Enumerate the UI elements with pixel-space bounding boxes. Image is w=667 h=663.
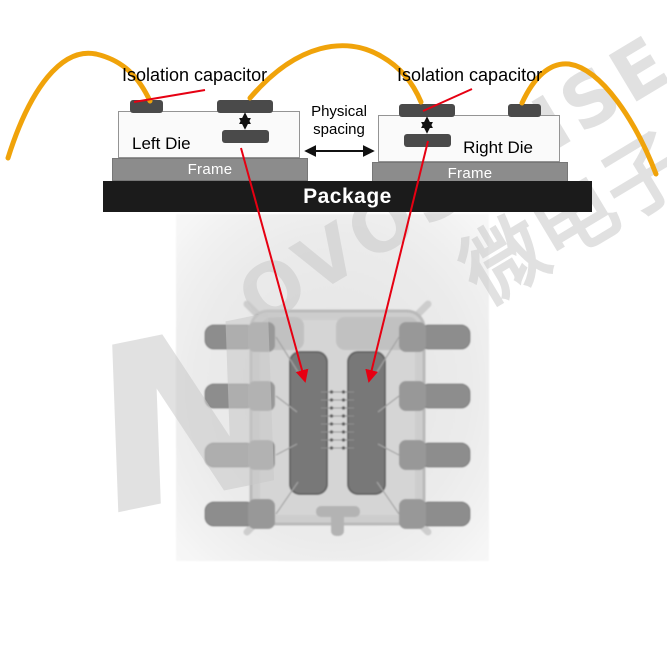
xray-die-paddle-left [289,351,328,495]
isolation-capacitor-label-right: Isolation capacitor [397,65,543,85]
right-die-bond-pad [508,104,541,117]
left-die-bond-pad [130,100,163,113]
right-die-label: Right Die [463,138,533,157]
isolation-capacitor-label-left: Isolation capacitor [122,65,268,85]
left-isolation-cap-top-plate [217,100,273,113]
xray-pin-right-1 [399,322,471,352]
xray-pin-left-3 [204,440,275,470]
xray-pin-left-1 [204,322,275,352]
right-frame-label: Frame [447,165,493,182]
xray-pin-right-4 [399,499,471,529]
package-label: Package [303,184,392,208]
xray-pin-right-2 [399,381,471,411]
physical-spacing-line1: Physical [311,103,367,120]
left-die-box: Left Die [118,111,300,158]
right-isolation-cap-bottom-plate [404,134,451,147]
xray-pin-left-4 [204,499,275,529]
xray-pin-left-2 [204,381,275,411]
xray-die-paddle-right [347,351,386,495]
xray-pin-right-3 [399,440,471,470]
left-isolation-cap-bottom-plate [222,130,269,143]
left-frame-bar: Frame [112,158,308,181]
physical-spacing-label: Physical spacing [301,103,377,139]
package-bar: Package [103,181,592,212]
left-die-label: Left Die [132,134,191,153]
right-isolation-cap-top-plate [399,104,455,117]
physical-spacing-line2: spacing [313,121,365,138]
xray-isolation-bond-wires [321,390,354,450]
xray-center-tab [316,506,360,536]
left-frame-label: Frame [187,161,233,178]
